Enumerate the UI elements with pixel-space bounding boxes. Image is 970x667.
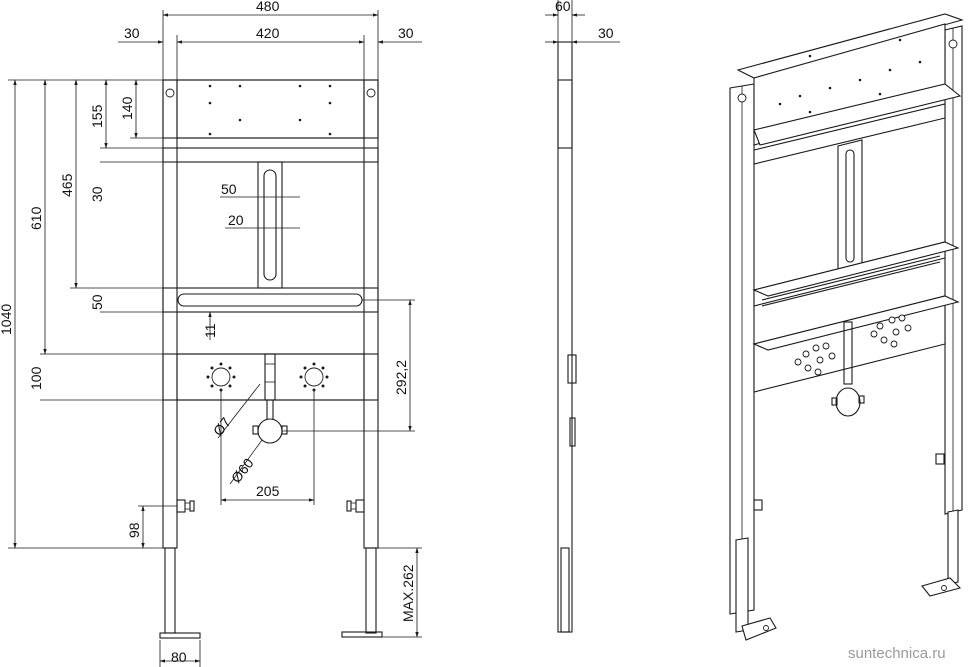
dim-98: 98 xyxy=(126,522,142,538)
mounting-hole-left xyxy=(165,88,175,98)
dim-140: 140 xyxy=(119,96,135,120)
iso-clamp-ear-right xyxy=(858,395,865,404)
dim-155: 155 xyxy=(89,104,105,128)
right-adjust-screw xyxy=(346,499,365,513)
dim-20-slot: 20 xyxy=(228,212,244,228)
top-plate xyxy=(162,79,379,139)
side-clamp xyxy=(569,417,576,447)
dim-max-262: MAX.262 xyxy=(400,564,416,622)
iso-panel-top xyxy=(752,295,960,351)
lower-panel-inner xyxy=(176,353,365,401)
left-post xyxy=(162,79,178,549)
dim-292: 292,2 xyxy=(393,360,409,395)
iso-right-leg xyxy=(947,509,959,585)
dim-30-gap: 30 xyxy=(89,186,105,202)
dim-50-rail: 50 xyxy=(89,294,105,310)
dim-30-left: 30 xyxy=(124,25,140,41)
left-leg xyxy=(164,547,176,634)
iso-vertical-strip xyxy=(837,139,863,271)
iso-pipe-clamp xyxy=(835,387,861,417)
dim-hole-7: Ø7 xyxy=(210,414,234,439)
iso-left-leg xyxy=(735,537,749,633)
dim-30-side: 30 xyxy=(598,25,614,41)
iso-vertical-slot xyxy=(845,149,855,263)
iso-post-hole-left xyxy=(737,93,747,103)
isometric-view xyxy=(729,13,964,641)
vertical-strip xyxy=(257,161,283,289)
vertical-slot xyxy=(263,169,277,281)
side-post xyxy=(557,41,573,633)
iso-post-hole-right xyxy=(948,39,958,49)
clamp-ear-left xyxy=(252,425,259,435)
dim-465: 465 xyxy=(59,173,75,197)
dim-420: 420 xyxy=(256,25,280,41)
lower-panel xyxy=(162,353,379,401)
left-hole-pattern xyxy=(206,362,236,392)
mounting-hole-right xyxy=(366,88,376,98)
iso-top-edge xyxy=(736,13,964,79)
dim-1040: 1040 xyxy=(0,304,14,335)
dim-50-slot: 50 xyxy=(221,181,237,197)
side-view: 60 30 xyxy=(545,0,620,633)
iso-plate-dots xyxy=(778,38,922,114)
side-bracket xyxy=(567,354,577,384)
iso-left-hole-pattern xyxy=(794,342,836,376)
iso-left-foot xyxy=(741,617,777,641)
horizontal-rail xyxy=(162,287,379,313)
right-leg xyxy=(365,547,377,634)
iso-crossbar xyxy=(753,103,946,165)
iso-top-lip xyxy=(753,83,962,146)
side-plate xyxy=(557,79,573,149)
dim-11: 11 xyxy=(202,323,218,338)
left-foot-plate xyxy=(159,632,201,639)
iso-right-post xyxy=(944,25,963,515)
plate-dots xyxy=(208,84,332,136)
iso-clamp-ear-left xyxy=(831,397,838,406)
right-foot-plate xyxy=(341,631,383,638)
dim-30-right: 30 xyxy=(398,25,414,41)
dim-80: 80 xyxy=(171,649,187,665)
rail-slot xyxy=(177,293,363,307)
dim-480: 480 xyxy=(256,0,280,14)
watermark: suntechnica.ru xyxy=(848,645,946,662)
upper-crossbar xyxy=(162,147,379,163)
iso-right-screw xyxy=(935,453,945,465)
top-plate-inner xyxy=(176,79,365,139)
left-adjust-screw xyxy=(176,499,195,513)
dim-205: 205 xyxy=(256,483,280,499)
clamp-ear-right xyxy=(281,425,288,435)
pipe-clamp xyxy=(257,418,283,444)
right-post xyxy=(363,79,379,549)
right-hole-pattern xyxy=(299,362,329,392)
dim-610: 610 xyxy=(28,206,44,230)
iso-rail-top xyxy=(752,241,960,297)
dim-100: 100 xyxy=(28,366,44,390)
iso-left-screw xyxy=(753,499,763,511)
iso-panel-bracket xyxy=(843,321,853,385)
front-view: 480 420 30 30 1040 610 465 155 140 xyxy=(0,0,422,667)
iso-right-hole-pattern xyxy=(870,314,912,348)
dim-60: 60 xyxy=(555,0,571,14)
side-leg xyxy=(560,547,570,633)
panel-bracket xyxy=(264,353,276,401)
iso-right-foot xyxy=(921,577,962,597)
